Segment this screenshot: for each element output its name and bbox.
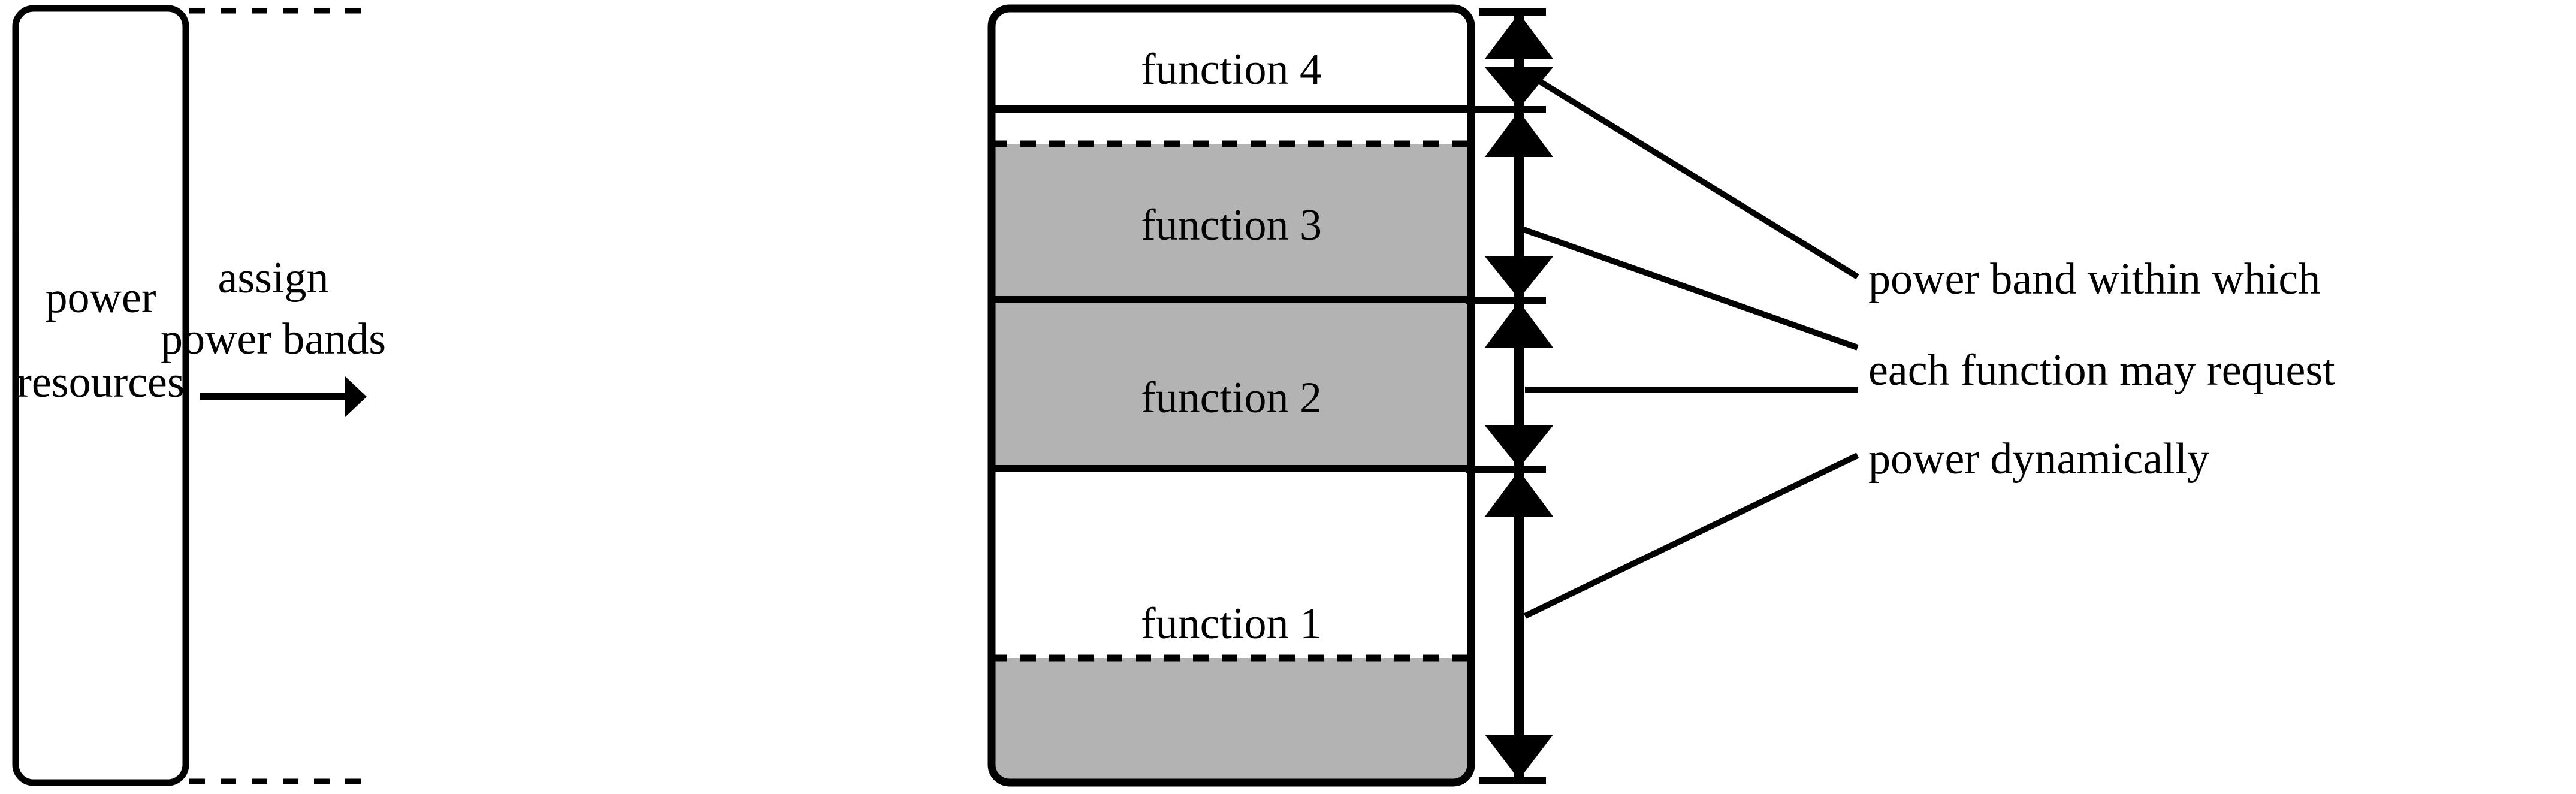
function-3-band-fill bbox=[992, 144, 1471, 300]
power-resources-box-outline bbox=[12, 5, 189, 786]
annotation-leader-lines bbox=[1521, 75, 1859, 619]
function-2-label: function 2 bbox=[1141, 373, 1322, 422]
measure-arrowhead-f3-down bbox=[1485, 256, 1553, 299]
function-2-band-fill bbox=[992, 300, 1471, 469]
measure-arrowhead-f4-down bbox=[1485, 67, 1553, 108]
annotation-text-block: power band within which each function ma… bbox=[1868, 255, 2335, 484]
assign-arrow-label-line2: power bands bbox=[161, 315, 386, 364]
measure-arrowhead-f1-up bbox=[1485, 470, 1553, 517]
power-band-measure-arrows bbox=[1466, 8, 1553, 784]
function-3-label: function 3 bbox=[1141, 201, 1322, 250]
leader-line-f3 bbox=[1521, 226, 1859, 351]
annotation-line-2: each function may request bbox=[1868, 346, 2335, 395]
function-labels: function 4 function 3 function 2 functio… bbox=[1141, 45, 1322, 648]
band-limit-lines bbox=[992, 140, 1471, 662]
assign-arrow-label-line1: assign bbox=[218, 253, 329, 303]
function-stack-fills bbox=[992, 144, 1471, 783]
power-resources-box[interactable]: power resources bbox=[12, 5, 189, 786]
measure-arrowhead-f2-down bbox=[1485, 425, 1553, 468]
function-1-band-fill bbox=[992, 658, 1471, 783]
measure-arrowhead-f3-up bbox=[1485, 111, 1553, 157]
measure-arrowhead-f4-up bbox=[1485, 13, 1553, 59]
measure-arrowhead-f1-down bbox=[1485, 735, 1553, 780]
annotation-line-3: power dynamically bbox=[1868, 434, 2209, 484]
annotation-line-1: power band within which bbox=[1868, 255, 2320, 304]
function-1-label: function 1 bbox=[1141, 599, 1322, 648]
assign-arrow-head bbox=[345, 376, 367, 417]
power-resources-line1: power bbox=[46, 273, 156, 322]
function-slot-dividers bbox=[992, 105, 1471, 472]
function-stack-outline[interactable] bbox=[987, 4, 1475, 787]
leader-line-f4 bbox=[1532, 75, 1859, 280]
power-resources-line2: resources bbox=[17, 358, 184, 407]
assign-power-bands-arrow: assign power bands bbox=[161, 253, 386, 417]
function-4-label: function 4 bbox=[1141, 45, 1322, 94]
leader-line-f1 bbox=[1523, 452, 1859, 619]
measure-arrowhead-f2-up bbox=[1485, 301, 1553, 348]
